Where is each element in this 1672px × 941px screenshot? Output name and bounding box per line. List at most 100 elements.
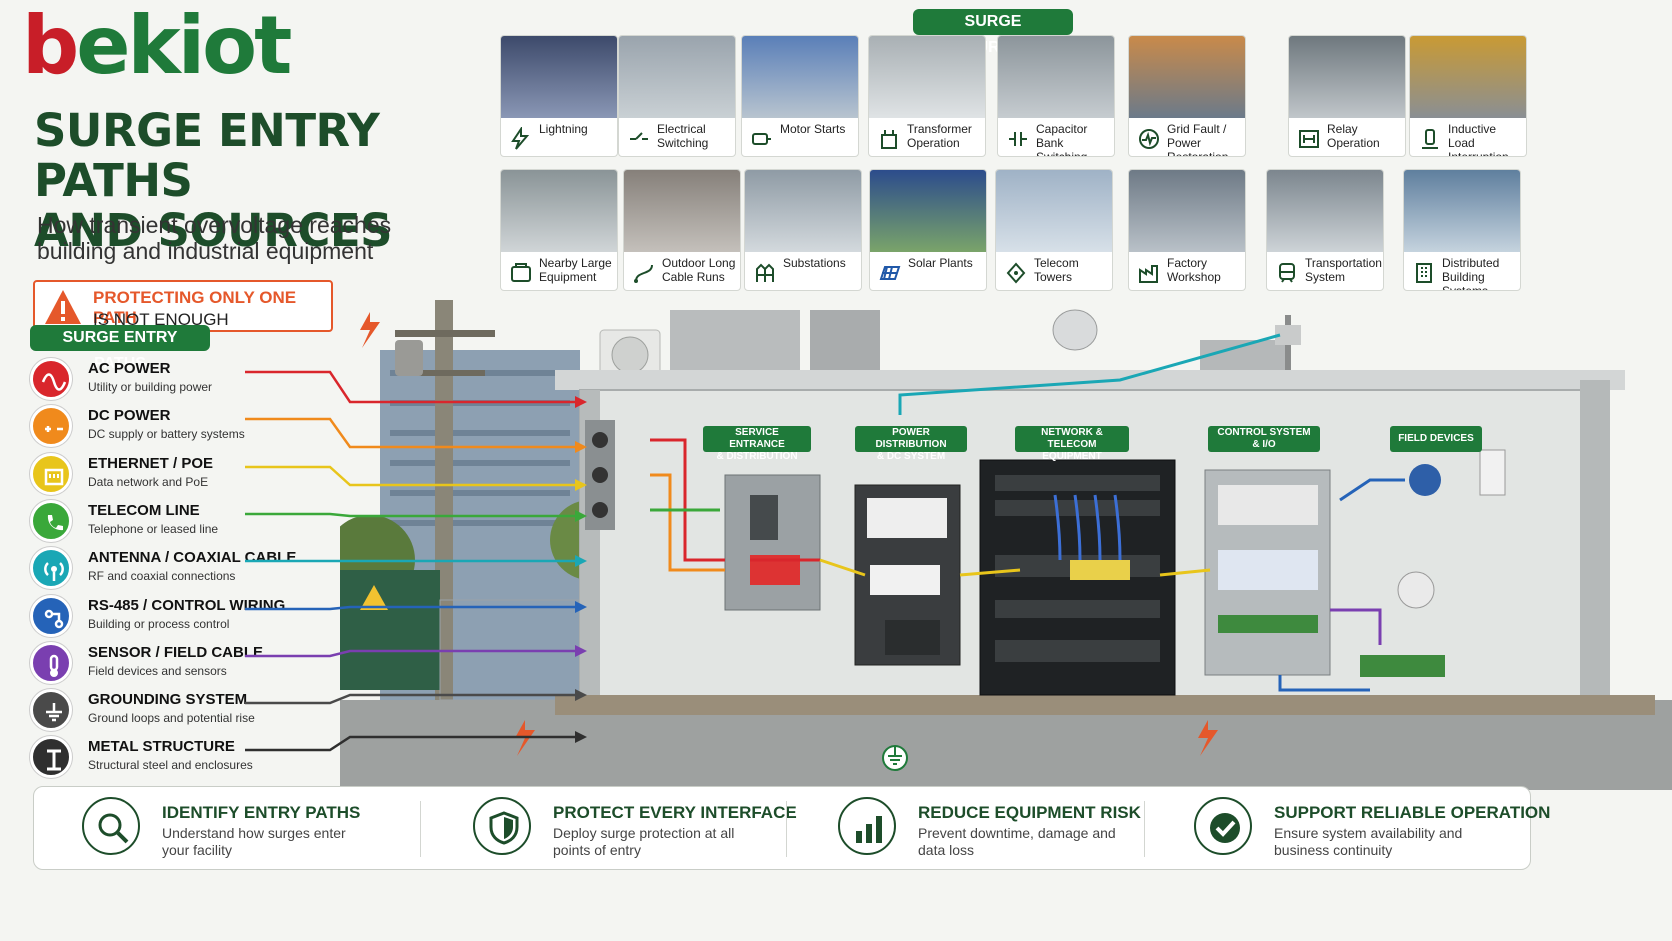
entry-path-name: DC POWER [88,407,171,424]
source-photo [1289,36,1405,118]
source-tile-lightning: Lightning [500,35,618,157]
antenna-mast [1285,315,1291,385]
source-tile-motor-starts: Motor Starts [741,35,859,157]
steel-column [1580,380,1610,710]
benefit-identify: IDENTIFY ENTRY PATHS Understand how surg… [82,787,442,871]
bar-chart-icon [838,797,896,855]
source-photo [870,170,986,252]
motor-icon [752,133,771,145]
spark-icon [1198,720,1218,756]
source-photo [1404,170,1520,252]
roof-hvac [670,310,800,380]
entry-path-arrowhead [575,479,587,491]
transformer-icon [881,130,897,149]
train-icon [1279,263,1295,283]
ac-wave-icon [30,358,72,400]
switch-icon [630,132,648,140]
antenna-icon [30,547,72,589]
entry-path-arrow [245,512,575,518]
source-label: Solar Plants [908,256,973,270]
source-label: Factory Workshop [1167,256,1221,284]
source-photo [742,36,858,118]
source-label: Lightning [539,122,588,136]
entry-path-desc: DC supply or battery systems [88,427,245,441]
equipment-icon [511,263,531,282]
source-tile-transportation-system: Transportation System [1266,169,1384,291]
warning-line1: PROTECTING ONLY ONE PATH [93,288,297,327]
source-tile-substations: Substations [744,169,862,291]
grid-icon [1139,129,1159,149]
source-photo [501,170,617,252]
source-label: Nearby Large Equipment [539,256,612,284]
entry-path-arrows [245,370,587,752]
source-label: Capacitor Bank Switching [1036,122,1088,157]
entry-path-arrow [245,735,575,752]
warning-line2: IS NOT ENOUGH [93,310,229,329]
entry-path-arrowhead [575,689,587,701]
solar-icon [879,266,901,280]
source-photo [1129,170,1245,252]
lightning-icon [511,127,530,150]
source-tile-capacitor-bank-switching: Capacitor Bank Switching [997,35,1115,157]
warning-banner: PROTECTING ONLY ONE PATH IS NOT ENOUGH [33,280,333,332]
entry-path-arrow [245,370,575,404]
source-photo [745,170,861,252]
source-label: Outdoor Long Cable Runs [662,256,736,284]
i-beam-icon [30,736,72,778]
source-photo [619,36,735,118]
source-tile-inductive-load-interruption: Inductive Load Interruption [1409,35,1527,157]
entry-path-arrowhead [575,396,587,408]
entry-path-name: SENSOR / FIELD CABLE [88,644,264,661]
source-label: Telecom Towers [1034,256,1079,284]
green-kiosk [340,570,440,690]
entry-path-arrow [245,649,575,658]
entry-path-name: ANTENNA / COAXIAL CABLE [88,549,297,566]
benefits-bar: IDENTIFY ENTRY PATHS Understand how surg… [33,786,1550,871]
magnifier-icon [82,797,140,855]
entry-path-desc: Ground loops and potential rise [88,711,255,725]
entry-path-desc: Structural steel and enclosures [88,758,253,772]
entry-paths-heading: SURGE ENTRY PATHS [30,325,210,372]
benefit-reduce-risk: REDUCE EQUIPMENT RISK Prevent downtime, … [838,787,1198,871]
factory-icon [1139,265,1158,283]
entry-path-dc-power: DC POWER DC supply or battery systems [30,405,590,449]
ethernet-port-icon [30,453,72,495]
source-label: Inductive Load Interruption [1448,122,1509,157]
entry-path-arrowhead [575,601,587,613]
entry-path-arrow [245,465,575,487]
substation-icon [756,263,774,282]
zone-power-distribution: POWER DISTRIBUTION& DC SYSTEM [855,426,967,462]
entry-path-arrowhead [575,510,587,522]
entry-path-desc: RF and coaxial connections [88,569,236,583]
shield-icon [473,797,531,855]
relay-icon [1299,130,1319,148]
zone-control-system: CONTROL SYSTEM& I/O [1208,426,1320,452]
pressure-transmitter [1409,464,1441,496]
dc-plus-minus-icon [30,405,72,447]
entry-path-arrowhead [575,645,587,657]
entry-path-arrowhead [575,731,587,743]
entry-path-arrowhead [575,441,587,453]
zone-field-devices: FIELD DEVICES [1390,426,1482,452]
zone-service-entrance: SERVICE ENTRANCE& DISTRIBUTION [703,426,811,462]
benefit-protect: PROTECT EVERY INTERFACE Deploy surge pro… [473,787,833,871]
source-photo [996,170,1112,252]
source-tile-outdoor-long-cable-runs: Outdoor Long Cable Runs [623,169,741,291]
source-label: Grid Fault / Power Restoration [1167,122,1229,157]
entry-path-name: METAL STRUCTURE [88,738,235,755]
source-label: Transportation System [1305,256,1382,284]
entry-path-desc: Building or process control [88,617,230,631]
source-photo [1129,36,1245,118]
spark-icon [360,312,380,348]
source-photo [624,170,740,252]
brand-logo: bekiot [22,0,292,92]
source-photo [501,36,617,118]
source-tile-relay-operation: Relay Operation [1288,35,1406,157]
entry-path-desc: Data network and PoE [88,475,209,489]
source-label: Relay Operation [1327,122,1380,150]
